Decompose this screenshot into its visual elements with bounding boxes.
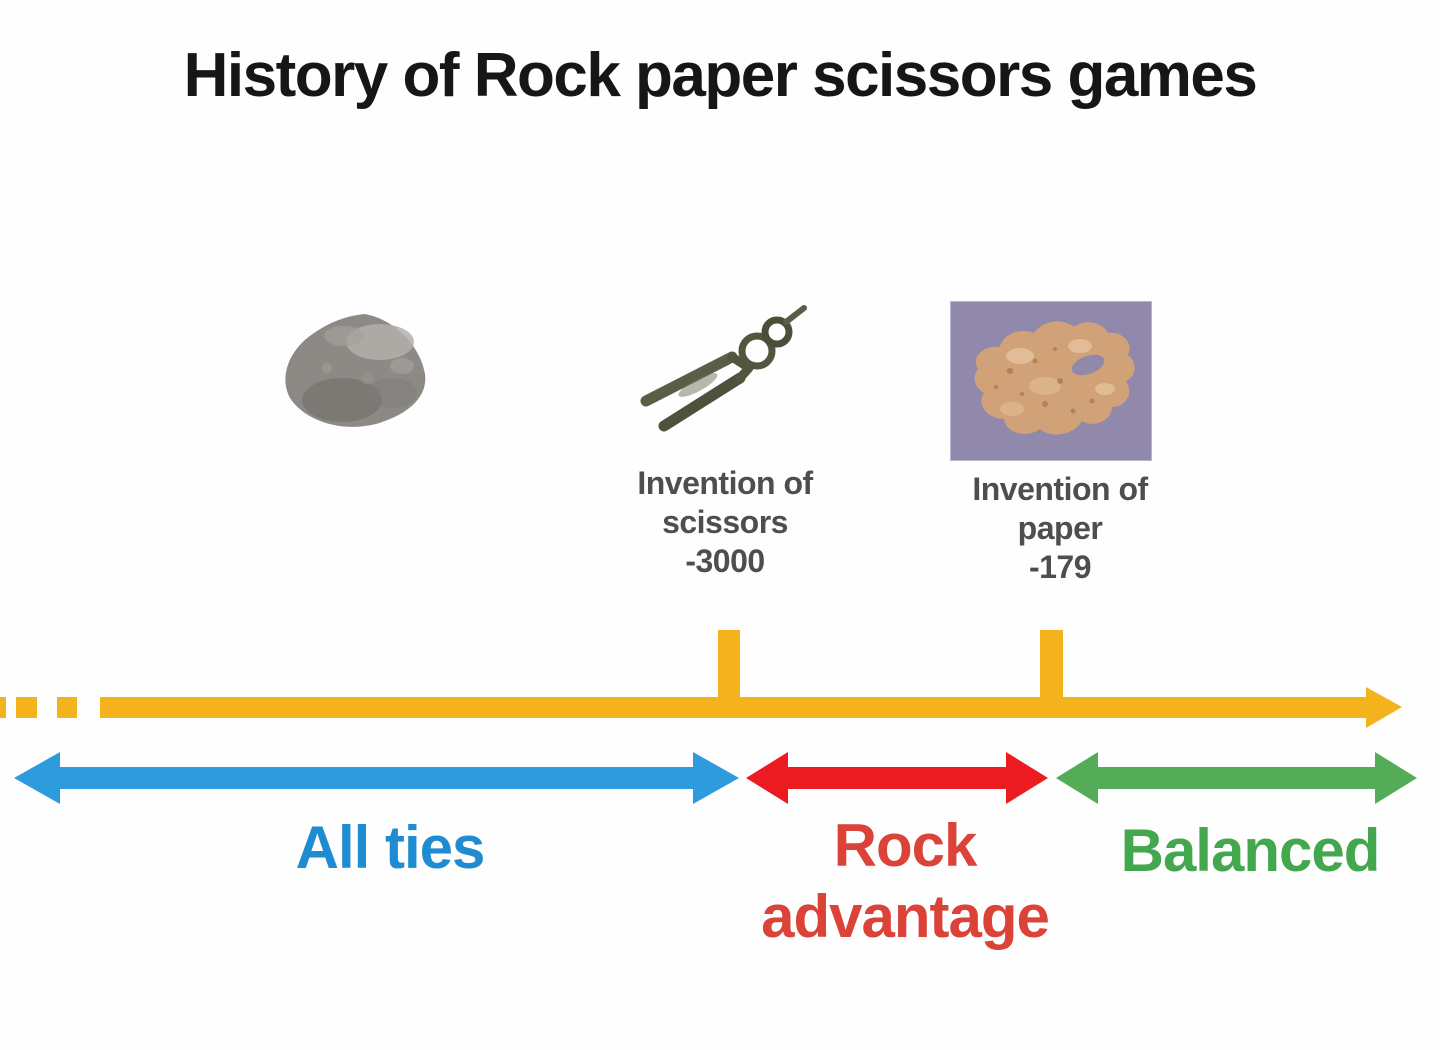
era-arrow-all-ties [14,752,739,804]
ancient-paper-image [950,301,1152,461]
paper-caption-line1: Invention of [972,471,1148,507]
era-label-all-ties: All ties [295,814,486,881]
era-label-balanced: Balanced [1120,817,1381,884]
scissors-caption-line1: Invention of [637,465,813,501]
page-title: History of Rock paper scissors games [183,41,1258,110]
paper-caption-year: -179 [1028,549,1092,585]
scissors-caption-year: -3000 [685,543,765,579]
timeline-tick-scissors [718,630,740,718]
era-label-rock-advantage: Rock advantage [761,812,1050,950]
scissors-caption: Invention of scissors -3000 [590,464,860,581]
timeline-dash [16,697,37,718]
timeline-dash [57,697,77,718]
paper-caption-line2: paper [1017,510,1103,546]
rock-image [285,314,426,427]
era-arrows [14,752,1417,804]
timeline [0,630,1402,728]
paper-caption: Invention of paper -179 [925,470,1195,587]
scissors-caption-line2: scissors [662,504,788,540]
era-arrow-balanced [1056,752,1417,804]
era-arrow-rock-advantage [746,752,1048,804]
ancient-scissors-image [640,305,807,432]
timeline-tick-paper [1040,630,1063,718]
timeline-dash [0,697,6,718]
timeline-right-arrowhead [1366,687,1402,728]
